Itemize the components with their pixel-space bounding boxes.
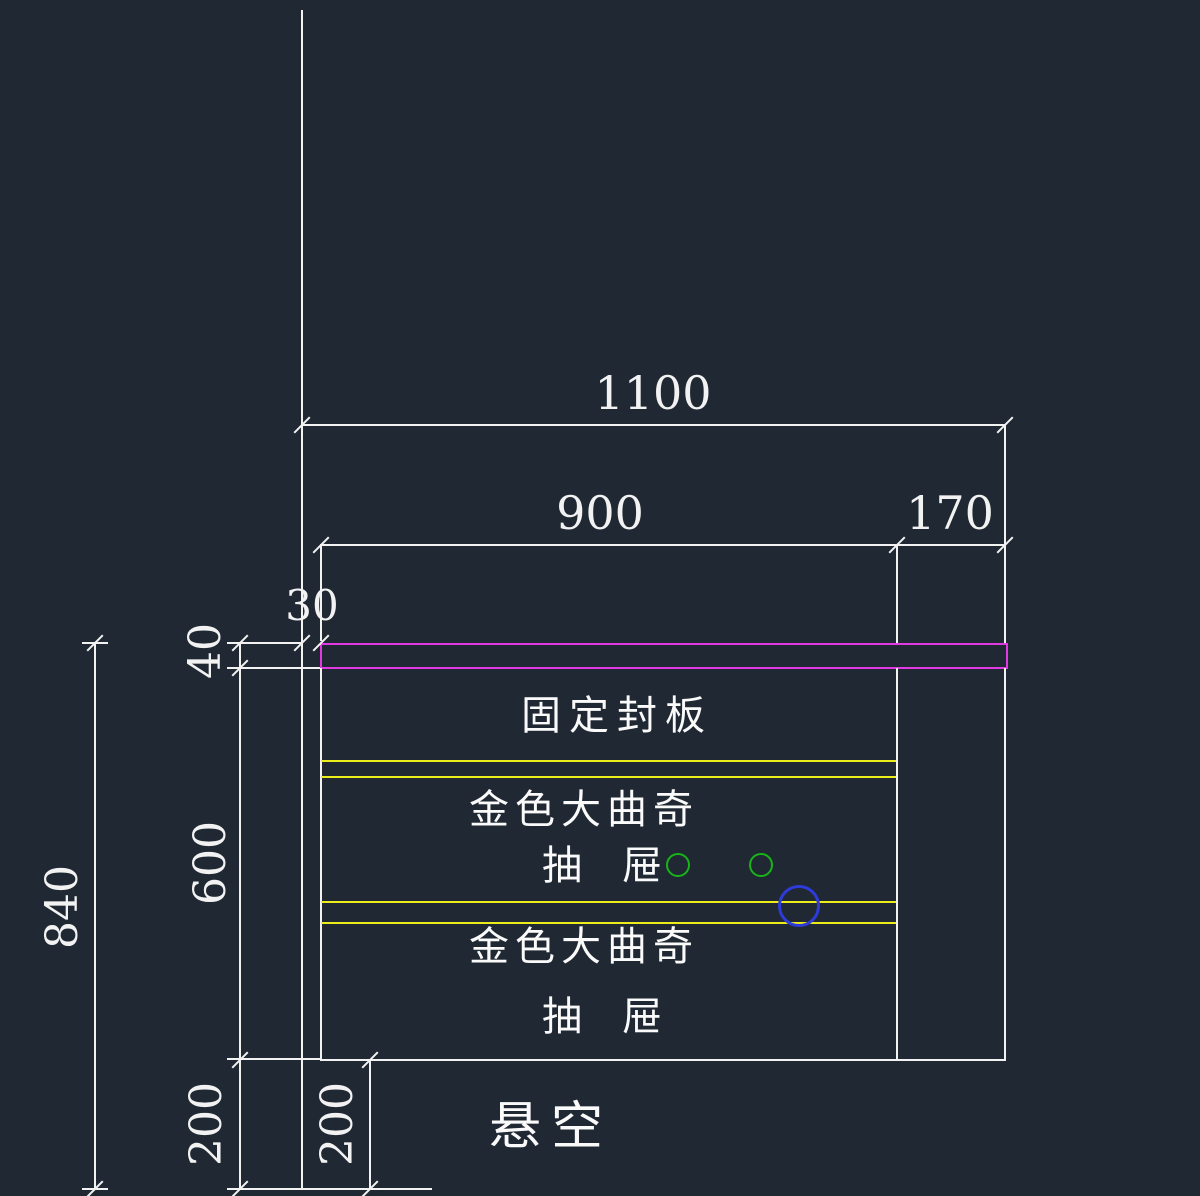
extension-right-edge <box>1004 424 1006 643</box>
drawer-rail-1b <box>321 776 896 778</box>
label-drawer2-material: 金色大曲奇 <box>469 924 699 970</box>
dimline-200-right <box>369 1059 371 1190</box>
label-drawer2: 抽 屉 <box>542 994 662 1040</box>
extension-chain-top <box>227 642 302 644</box>
cabinet-left-edge <box>320 668 322 1061</box>
cabinet-bottom-line <box>320 1059 1006 1061</box>
drawer-rail-2a <box>321 901 896 903</box>
dim-counter-thickness: 40 <box>180 623 231 679</box>
dimline-1100 <box>301 424 1006 426</box>
cabinet-partition <box>896 668 898 1061</box>
dim-wall-offset: 30 <box>285 581 339 630</box>
label-drawer1: 抽 屉 <box>542 843 662 889</box>
label-suspended: 悬空 <box>488 1097 613 1157</box>
extension-cabinet-left <box>320 544 322 641</box>
extension-chain-floor <box>227 1188 302 1190</box>
dim-right-section: 170 <box>906 486 994 540</box>
label-fixed-panel: 固定封板 <box>521 693 713 739</box>
cabinet-right-edge <box>1004 668 1006 1061</box>
handle-circle-green-1 <box>666 853 690 877</box>
extension-partition <box>896 544 898 643</box>
dim-cabinet-height: 600 <box>185 821 236 905</box>
countertop-outline <box>320 643 1008 669</box>
dimline-900-170 <box>320 544 1006 546</box>
dim-floor-gap-left: 200 <box>181 1082 232 1166</box>
dim-overall-height: 840 <box>37 865 88 949</box>
handle-circle-green-2 <box>749 853 773 877</box>
extension-chain-counter <box>227 667 302 669</box>
floor-line <box>301 1188 432 1190</box>
drawer-rail-1a <box>321 760 896 762</box>
drawer-rail-2b <box>321 922 896 924</box>
extension-chain-cabinet-bottom <box>227 1058 320 1060</box>
label-drawer1-material: 金色大曲奇 <box>469 787 699 833</box>
dim-drawer-span: 900 <box>556 486 644 540</box>
dim-total-width: 1100 <box>594 366 712 420</box>
wall-line <box>301 10 303 1190</box>
handle-circle-blue <box>778 885 820 927</box>
dimline-40-600-200 <box>239 643 241 1190</box>
dim-floor-gap-right: 200 <box>312 1082 363 1166</box>
dimline-840 <box>94 643 96 1190</box>
